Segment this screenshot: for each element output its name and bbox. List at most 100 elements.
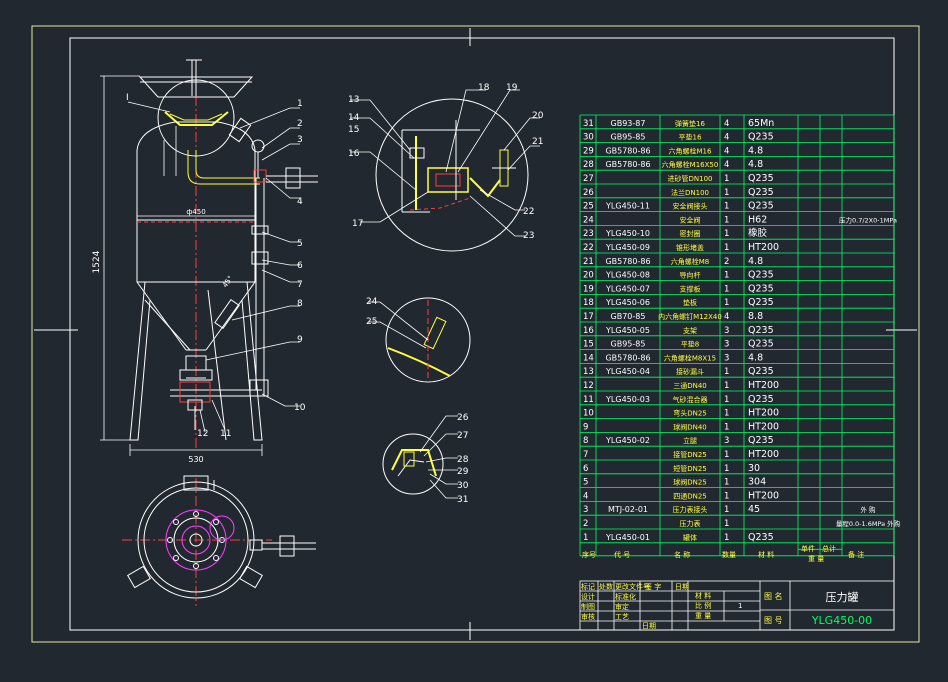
detail-c-view (382, 433, 444, 495)
bom-item-no: 22 (583, 243, 594, 253)
bom-item-qty: 4 (724, 146, 729, 156)
bom-header-code: 代 号 (614, 550, 630, 559)
bom-item-material: Q235 (748, 270, 774, 281)
bom-item-qty: 1 (724, 367, 729, 377)
bom-item-material: 45 (748, 504, 760, 515)
bom-item-no: 25 (583, 202, 594, 212)
bom-item-material: Q235 (748, 201, 774, 212)
bom-item-material: 4.8 (748, 159, 763, 170)
bom-item-qty: 3 (724, 340, 729, 350)
callout-label: 31 (457, 495, 468, 505)
bom-item-material: H62 (748, 214, 767, 225)
callout-label: 11 (220, 429, 231, 439)
bom-item-no: 9 (583, 422, 588, 432)
callout-label: 25 (366, 317, 377, 327)
bom-item-note: 量程0.0-1.6MPa 外购 (836, 519, 901, 528)
bom-item-name: 进砂管DN100 (668, 174, 713, 183)
bom-item-name: 安全阀接头 (673, 202, 708, 211)
bom-item-code: YLG450-04 (605, 367, 650, 376)
bom-item-name: 平垫8 (681, 340, 699, 349)
bom-table-grid (579, 114, 895, 557)
bom-item-qty: 1 (724, 478, 729, 488)
bom-item-name: 支撑板 (680, 284, 701, 293)
callout-label: 23 (523, 231, 534, 241)
bom-item-no: 6 (583, 464, 588, 474)
callout-label: 20 (532, 111, 544, 121)
bom-item-material: HT200 (748, 421, 779, 432)
bom-header-qty: 数量 (722, 550, 736, 559)
detail-c-callout-labels: 26 27 28 29 30 31 (457, 413, 469, 505)
bom-item-material: 4.8 (748, 256, 763, 267)
bom-item-no: 2 (583, 519, 588, 529)
callout-label: 1 (297, 99, 303, 109)
tb-design: 设计 (581, 592, 595, 601)
bom-header-weight: 重 量 (808, 555, 824, 563)
bom-item-name: 气砂混合器 (673, 395, 708, 404)
bom-item-no: 11 (583, 395, 594, 405)
bom-item-name: 压力表接头 (673, 505, 708, 514)
callout-label: 16 (348, 149, 360, 159)
detail-a-view (375, 98, 529, 252)
bom-item-material: Q235 (748, 325, 774, 336)
tb-count: 处数 (599, 582, 613, 591)
bom-item-code: YLG450-05 (605, 326, 650, 335)
bom-item-qty: 1 (724, 202, 729, 212)
bom-item-qty: 3 (724, 353, 729, 363)
bom-item-qty: 1 (724, 450, 729, 460)
title-block: 标记 处数 更改文件号 签 字 日期 设计 标准化 制图 审定 审核 工艺 日期… (581, 582, 783, 630)
bom-header-material: 材 料 (758, 550, 774, 559)
bom-item-name: 球阀DN25 (673, 478, 707, 487)
bom-item-qty: 4 (724, 312, 729, 322)
detail-b-callouts (368, 301, 429, 349)
tb-weight-label: 重 量 (695, 612, 711, 620)
bom-item-material: 8.8 (748, 311, 763, 322)
bom-item-qty: 4 (724, 133, 729, 143)
bom-item-qty: 1 (724, 395, 729, 405)
bom-item-code: YLG450-11 (605, 202, 650, 211)
bom-item-qty: 1 (724, 298, 729, 308)
callout-label: 30 (457, 481, 469, 491)
bom-item-code: MTJ-02-01 (608, 505, 648, 514)
callout-label: 29 (457, 467, 469, 477)
bom-item-name: 安全阀 (680, 215, 701, 224)
bom-item-no: 18 (583, 298, 594, 308)
bom-item-name: 四通DN25 (673, 491, 707, 500)
tb-review: 审核 (581, 612, 595, 621)
bom-item-code: GB5780-86 (605, 160, 650, 169)
callout-label: 7 (297, 280, 303, 290)
bom-item-no: 26 (583, 188, 594, 198)
tb-drafting: 制图 (581, 602, 595, 611)
bom-item-material: 30 (748, 463, 760, 474)
bom-item-material: Q235 (748, 435, 774, 446)
bom-item-code: GB93-87 (611, 119, 646, 128)
bom-item-code: YLG450-06 (605, 298, 650, 307)
bom-item-qty: 3 (724, 436, 729, 446)
bom-item-name: 六角螺栓M8 (671, 257, 710, 266)
bom-item-no: 1 (583, 533, 588, 543)
bom-item-name: 接砂漏斗 (676, 367, 704, 376)
bom-item-material: 4.8 (748, 352, 763, 363)
bom-item-no: 8 (583, 436, 588, 446)
callout-label: 27 (457, 431, 468, 441)
bom-item-no: 13 (583, 367, 594, 377)
bom-item-material: Q235 (748, 173, 774, 184)
callout-label: 21 (532, 137, 543, 147)
bom-item-code: YLG450-09 (605, 243, 650, 252)
bom-item-code: YLG450-01 (605, 533, 650, 542)
bom-item-no: 19 (583, 284, 594, 294)
bom-item-name: 接管DN25 (673, 450, 707, 459)
bom-item-name: 锥形堵盖 (676, 243, 704, 252)
callout-label: 3 (297, 135, 303, 145)
bom-item-material: HT200 (748, 242, 779, 253)
bom-item-material: Q235 (748, 283, 774, 294)
elevation-callouts (127, 101, 300, 433)
bom-item-no: 17 (583, 312, 594, 322)
bom-item-code: YLG450-02 (605, 436, 650, 445)
bom-item-name: 立腿 (683, 436, 697, 445)
bom-header-no: 序号 (582, 550, 596, 559)
bom-item-qty: 1 (724, 409, 729, 419)
bom-item-name: 导向杆 (680, 271, 701, 280)
tank-elevation-view (129, 59, 318, 450)
dim-height: 1524 (92, 250, 102, 273)
callout-label: 26 (457, 413, 469, 423)
